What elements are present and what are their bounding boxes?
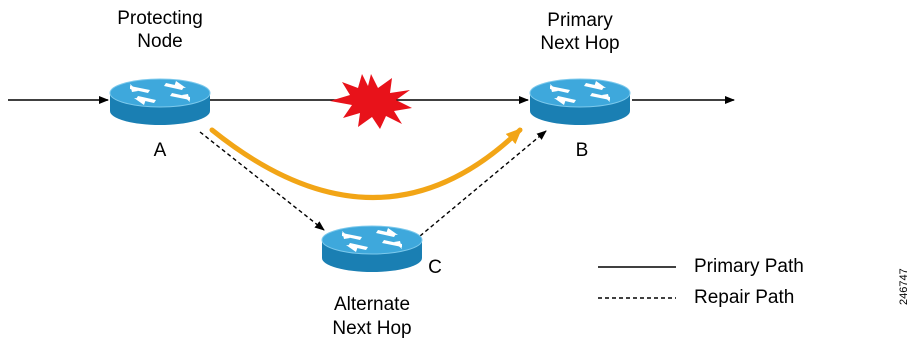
link-failure-burst	[330, 74, 412, 129]
node-b-title-line1: Primary	[547, 10, 613, 31]
repair-route-curve	[209, 127, 523, 200]
legend-repair-label: Repair Path	[694, 287, 795, 308]
node-a-letter: A	[153, 140, 167, 161]
node-a-title-line2: Node	[137, 31, 183, 52]
repair-path-a-c	[199, 131, 325, 231]
node-b-title-line2: Next Hop	[540, 33, 620, 54]
node-c-title-line1: Alternate	[333, 294, 411, 315]
legend-primary-label: Primary Path	[694, 256, 804, 277]
node-a-title-line1: Protecting	[117, 8, 203, 29]
router-a-icon	[109, 78, 211, 126]
figure-id: 246747	[898, 268, 910, 305]
router-c-icon	[321, 225, 423, 273]
repair-path-c-b	[419, 130, 547, 237]
node-c-letter: C	[428, 257, 442, 278]
node-b-letter: B	[575, 140, 589, 161]
node-c-title-line2: Next Hop	[332, 318, 412, 339]
router-b-icon	[529, 78, 631, 126]
